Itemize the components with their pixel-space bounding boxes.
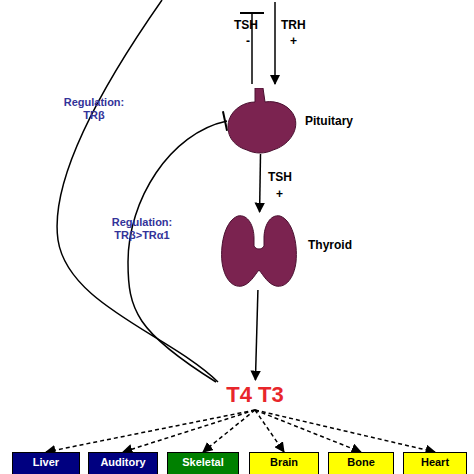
tissue-name: Heart — [404, 456, 466, 469]
hormone-node: T4 T3 — [210, 380, 300, 410]
tissue-name: Liver — [13, 456, 79, 469]
tissue-box: Skeletal — [167, 452, 239, 474]
organ-name: Thyroid — [308, 238, 352, 252]
hormone-label: + — [276, 187, 283, 201]
tissue-name: Brain — [250, 456, 318, 469]
inhibition-bar — [223, 111, 227, 131]
action-arrow — [203, 410, 255, 452]
tissue-name: Skeletal — [168, 456, 238, 469]
thyroid-shape — [222, 216, 297, 286]
tissue-box: Auditory — [88, 452, 158, 474]
pituitary-illustration — [225, 88, 297, 154]
action-arrow — [123, 410, 255, 452]
hormone-label: TRH — [281, 18, 306, 32]
tissue-box: Brain — [249, 452, 319, 474]
hormone-name: T4 T3 — [210, 380, 300, 410]
secretion-arrow — [255, 290, 257, 380]
tissue-box: Heart — [403, 452, 467, 474]
hormone-label: - — [246, 34, 250, 48]
organ-name: Pituitary — [305, 114, 353, 128]
regulation-label: Regulation: TRβ — [58, 96, 130, 122]
inhibition-bar — [240, 12, 264, 14]
pituitary-shape — [228, 88, 296, 153]
hormone-label: TSH — [234, 18, 258, 32]
hormone-label: + — [290, 34, 297, 48]
tissue-box: Bone — [328, 452, 394, 474]
pituitary-organ: Pituitary — [225, 88, 297, 154]
edge-label: TSH — [268, 170, 292, 184]
stimulation-arrow — [274, 2, 276, 84]
action-arrow — [255, 410, 435, 452]
tissue-name: Bone — [329, 456, 393, 469]
thyroid-illustration — [218, 212, 300, 290]
feedback-curve — [57, 0, 218, 382]
edge-label: Regulation: TRβ>TRα1 — [100, 216, 184, 242]
tissue-name: Auditory — [89, 456, 157, 469]
inhibition-connector — [128, 121, 227, 382]
thyroid-organ: Thyroid — [218, 212, 300, 290]
action-arrow — [46, 410, 255, 452]
secretion-arrow — [259, 154, 261, 212]
tissue-box: Liver — [12, 452, 80, 474]
